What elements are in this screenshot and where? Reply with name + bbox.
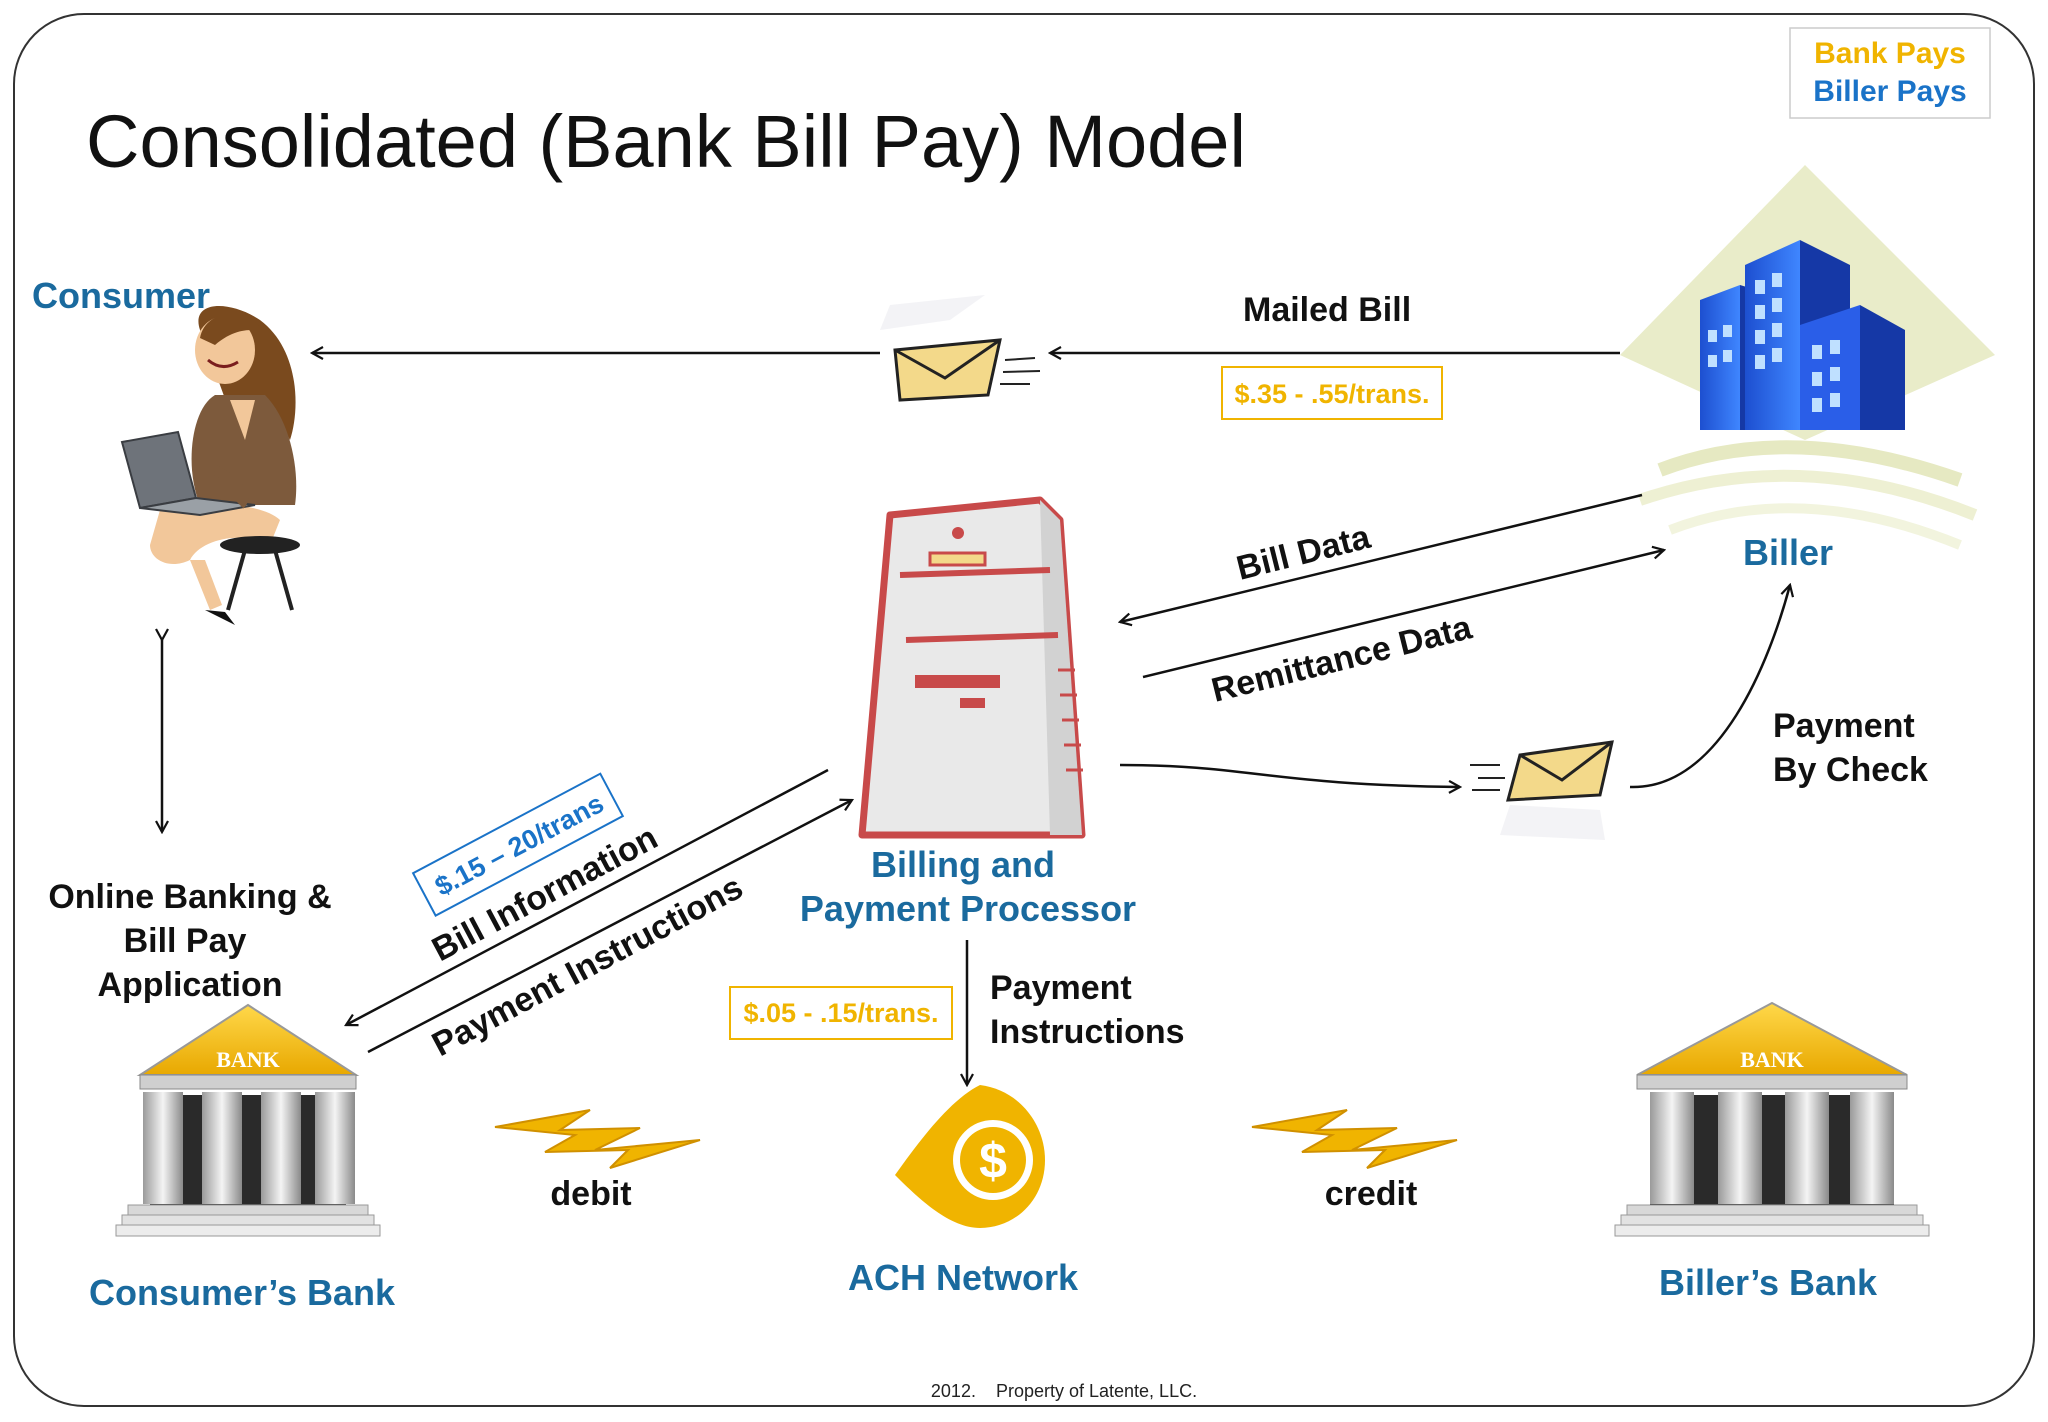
consumers-bank-label: Consumer’s Bank: [89, 1272, 396, 1313]
credit-label: credit: [1325, 1175, 1418, 1213]
svg-text:$: $: [979, 1133, 1007, 1189]
consumer-label: Consumer: [32, 275, 210, 316]
payment-by-check-1: Payment: [1773, 707, 1915, 745]
svg-text:BANK: BANK: [216, 1047, 280, 1072]
ach-dollar-icon: $: [895, 1085, 1045, 1228]
debit-lightning-icon: [494, 1109, 701, 1169]
price-mailed: $.35 - .55/trans.: [1221, 366, 1443, 420]
server-icon: [858, 496, 1086, 839]
payment-instructions-2: Instructions: [990, 1013, 1185, 1051]
processor-label-1: Billing and: [871, 844, 1055, 885]
legend: Bank Pays Biller Pays: [1789, 27, 1991, 119]
payment-instructions-1: Payment: [990, 969, 1132, 1007]
online-label-1: Online Banking &: [48, 878, 331, 916]
billers-bank-icon: BANK: [1614, 1001, 1930, 1237]
bill-information-arrow: [346, 768, 829, 1025]
footer: 2012. Property of Latente, LLC.: [931, 1381, 1197, 1401]
bill-data-arrow: [1120, 493, 1643, 622]
processor-label-2: Payment Processor: [800, 888, 1136, 929]
payment-instructions-arrow: [367, 800, 852, 1054]
envelope-icon: [880, 295, 1041, 402]
biller-label: Biller: [1743, 532, 1833, 573]
debit-label: debit: [550, 1175, 631, 1213]
billers-bank-label: Biller’s Bank: [1659, 1262, 1878, 1303]
consumer-icon: [120, 306, 300, 625]
biller-icon: [1620, 165, 1995, 550]
remittance-data-arrow: [1142, 550, 1664, 679]
check-arrow-to-biller: [1629, 585, 1790, 789]
svg-text:$.35 - .55/trans.: $.35 - .55/trans.: [1234, 379, 1429, 409]
online-label-3: Application: [97, 966, 282, 1004]
price-ach: $.05 - .15/trans.: [729, 986, 953, 1040]
consumers-bank-icon: BANK: [115, 1003, 381, 1237]
svg-text:$.05 - .15/trans.: $.05 - .15/trans.: [743, 998, 938, 1028]
online-label-2: Bill Pay: [124, 922, 247, 960]
page-title: Consolidated (Bank Bill Pay) Model: [86, 100, 1246, 183]
payment-by-check-2: By Check: [1773, 751, 1928, 789]
credit-lightning-icon: [1251, 1109, 1458, 1169]
envelope-check-icon: [1470, 740, 1614, 840]
mailed-bill-label: Mailed Bill: [1243, 291, 1411, 329]
legend-biller-pays: Biller Pays: [1813, 75, 1966, 108]
svg-text:BANK: BANK: [1740, 1047, 1804, 1072]
check-arrow-to-envelope: [1119, 763, 1460, 787]
ach-label: ACH Network: [848, 1257, 1079, 1298]
legend-bank-pays: Bank Pays: [1814, 37, 1966, 70]
